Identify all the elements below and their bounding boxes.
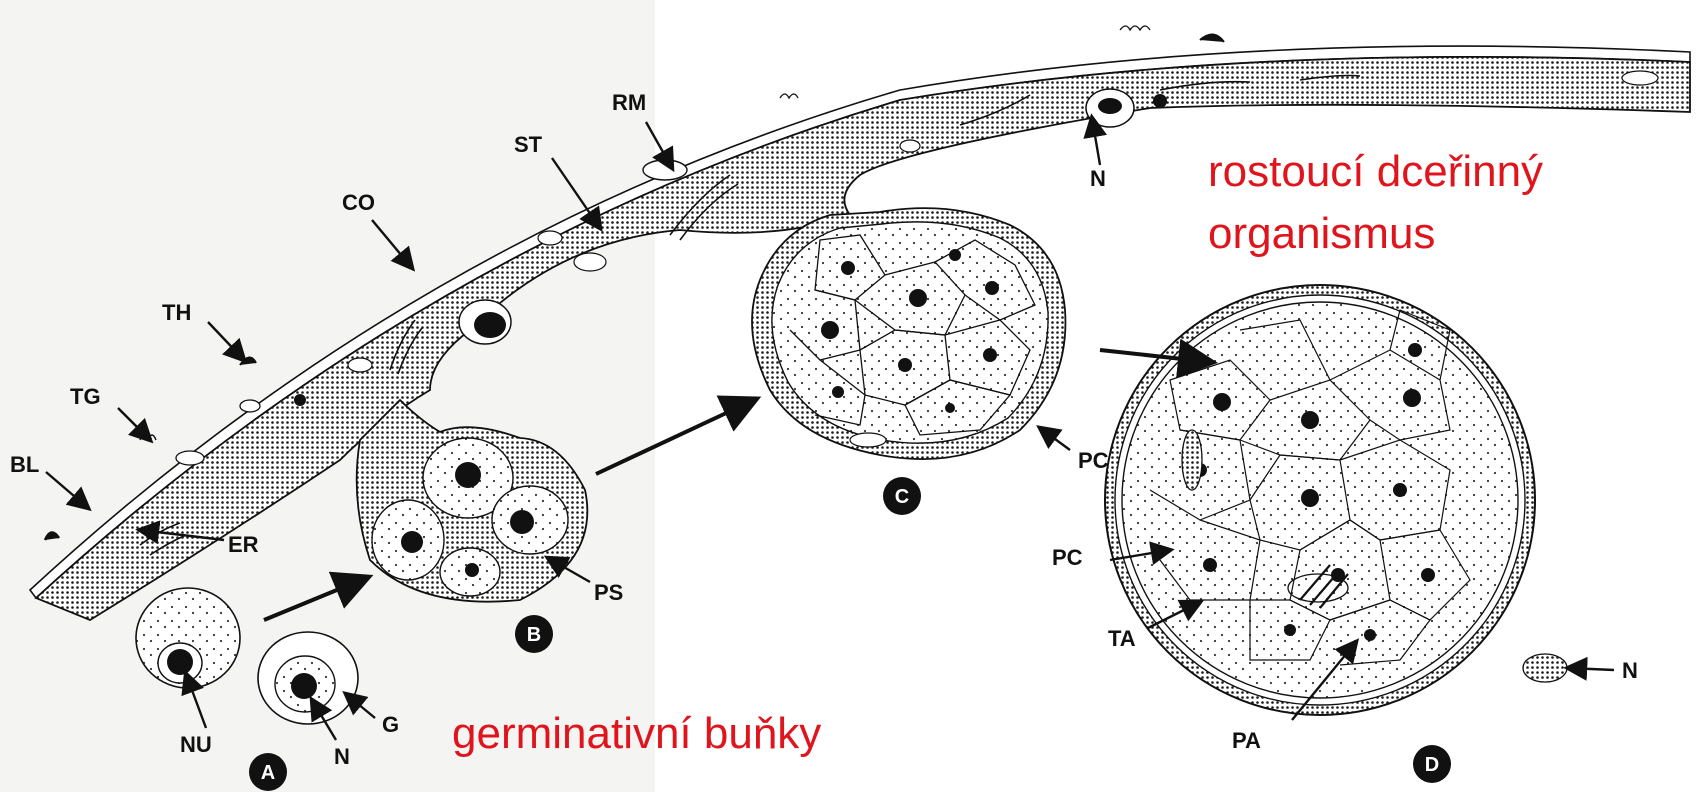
annotation-daughter-line2: organismus [1208, 209, 1435, 258]
stage-d-protoscolex-capsule [1105, 285, 1567, 715]
stage-c-brood-capsule [752, 208, 1065, 459]
label-pc-c: PC [1078, 448, 1109, 473]
stage-b-letter: B [527, 624, 541, 646]
label-co: CO [342, 190, 375, 215]
label-g: G [382, 712, 399, 737]
label-ta: TA [1108, 626, 1136, 651]
label-pc-d: PC [1052, 545, 1083, 570]
stage-b-brood-bud [357, 400, 588, 602]
stage-a-germinal-cells [136, 588, 358, 724]
arrow-co [372, 220, 412, 268]
label-bl: BL [10, 452, 39, 477]
arrow-a-to-b [264, 578, 366, 620]
label-st: ST [514, 132, 543, 157]
label-n-a: N [334, 744, 350, 769]
arrow-b-to-c [596, 400, 754, 474]
arrow-th [208, 322, 244, 360]
label-ps: PS [594, 580, 623, 605]
arrow-pc-c [1040, 428, 1070, 450]
annotation-daughter-line1: rostoucí dceřinný [1208, 147, 1543, 196]
arrow-n-d [1568, 668, 1614, 670]
label-th: TH [162, 300, 191, 325]
stage-a-letter: A [261, 762, 275, 784]
label-rm: RM [612, 90, 646, 115]
label-n-d: N [1622, 658, 1638, 683]
annotation-germinal: germinativní buňky [452, 709, 821, 758]
label-n-top: N [1090, 166, 1106, 191]
arrow-bl [46, 472, 88, 508]
label-nu: NU [180, 732, 212, 757]
arrow-tg [118, 408, 150, 440]
stage-c-letter: C [895, 486, 909, 508]
arrow-g [346, 694, 375, 718]
label-pa: PA [1232, 728, 1261, 753]
label-tg: TG [70, 384, 101, 409]
label-er: ER [228, 532, 259, 557]
stage-d-letter: D [1425, 754, 1439, 776]
